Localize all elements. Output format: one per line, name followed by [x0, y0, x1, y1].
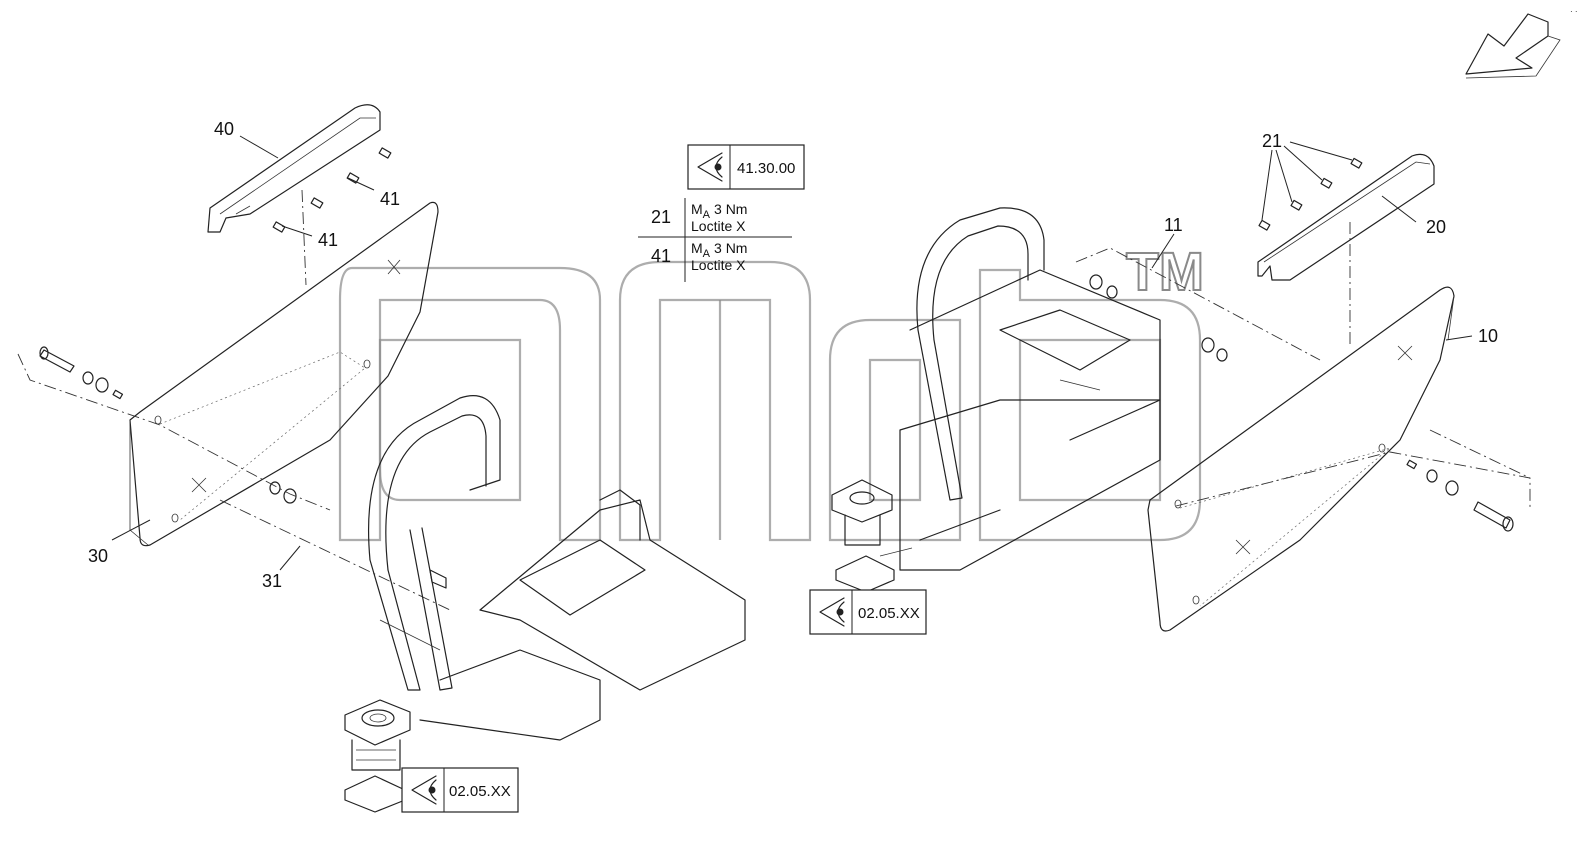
- torque-value: 3 Nm: [714, 240, 747, 256]
- svg-text:MA3 Nm: MA3 Nm: [691, 240, 747, 260]
- callout-30: 30: [88, 546, 108, 566]
- torque-item-41: 41: [651, 246, 671, 266]
- seat-suspension-right: [831, 479, 913, 593]
- callout-40: 40: [214, 119, 234, 139]
- torque-compound-21: Loctite X: [691, 218, 746, 234]
- bolt-washers-right: [1089, 274, 1514, 532]
- watermark-tm: TM: [1126, 242, 1204, 302]
- view-eye-icon: [411, 775, 437, 805]
- torque-subscript: A: [703, 209, 711, 221]
- torque-subscript: A: [703, 248, 711, 260]
- set-screws-41: [272, 147, 392, 233]
- callout-41-upper: 41: [380, 189, 400, 209]
- reference-box-top[interactable]: 41.30.00: [687, 144, 805, 190]
- seat-frame-left: [367, 395, 746, 741]
- seat-suspension-left: [344, 699, 411, 813]
- callout-31: 31: [262, 571, 282, 591]
- leader-lines: [111, 135, 1473, 571]
- reference-box-right-seat[interactable]: 02.05.XX: [809, 589, 927, 635]
- reference-code-left-seat: 02.05.XX: [449, 783, 511, 800]
- reference-code-top: 41.30.00: [737, 160, 795, 177]
- handle-part-40: [207, 104, 381, 233]
- callout-labels: 40 41 41 30 31 21 20 11 10: [88, 119, 1498, 591]
- torque-symbol: M: [691, 201, 703, 217]
- callout-10: 10: [1478, 326, 1498, 346]
- door-panel-part-10: [1147, 286, 1455, 632]
- torque-value: 3 Nm: [714, 201, 747, 217]
- callout-20: 20: [1426, 217, 1446, 237]
- torque-item-21: 21: [651, 207, 671, 227]
- reference-box-left-seat[interactable]: 02.05.XX: [401, 767, 519, 813]
- reference-code-right-seat: 02.05.XX: [858, 605, 920, 622]
- watermark-logo: TM: [338, 241, 1205, 542]
- svg-text:MA3 Nm: MA3 Nm: [691, 201, 747, 221]
- view-eye-icon: [697, 152, 723, 182]
- callout-21: 21: [1262, 131, 1282, 151]
- direction-arrow-icon: · ·: [1465, 7, 1578, 79]
- view-eye-icon: [819, 597, 845, 627]
- seat-frame-right: [899, 207, 1161, 571]
- callout-41-lower: 41: [318, 230, 338, 250]
- svg-text:· ·: · ·: [1570, 7, 1578, 16]
- callout-11: 11: [1164, 215, 1183, 235]
- torque-symbol: M: [691, 240, 703, 256]
- torque-compound-41: Loctite X: [691, 257, 746, 273]
- set-screws-21: [1258, 157, 1363, 231]
- handle-part-20: [1257, 153, 1435, 281]
